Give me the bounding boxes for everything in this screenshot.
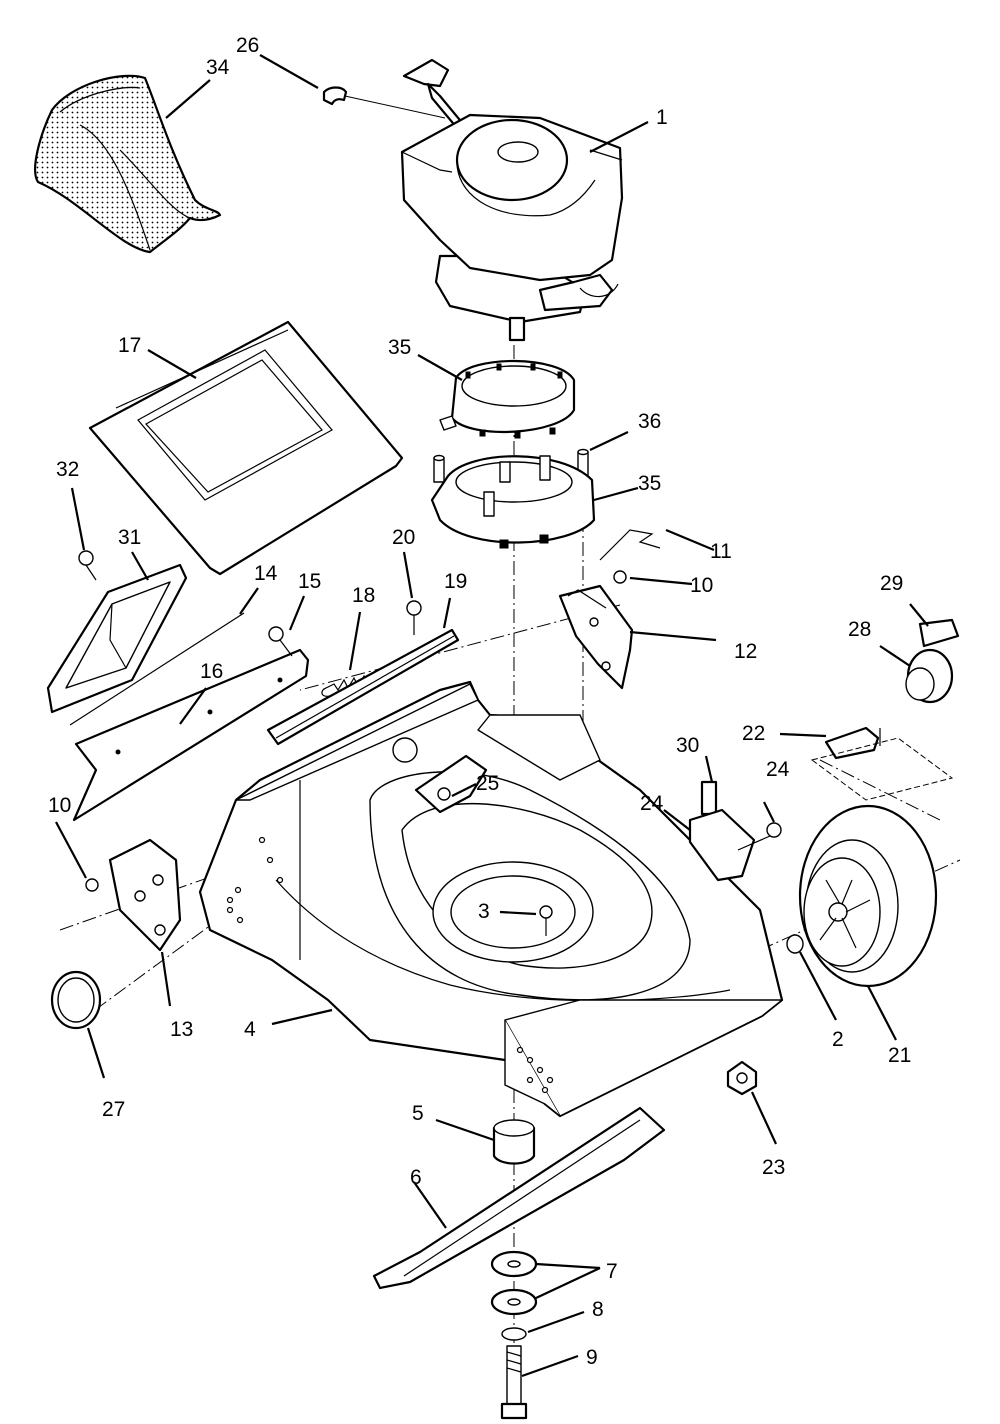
callout-26: 26	[236, 34, 259, 57]
rear-flap	[46, 563, 188, 714]
callout-22: 22	[742, 722, 765, 745]
lock-washer	[501, 1327, 527, 1341]
axle-washer	[786, 934, 804, 954]
callout-29: 29	[880, 572, 903, 595]
callout-8: 8	[592, 1298, 604, 1321]
height-adjuster	[414, 754, 488, 814]
axle-nut	[726, 1060, 758, 1096]
wheel-bushing	[905, 648, 954, 704]
rear-wheel	[798, 804, 938, 988]
callout-23: 23	[762, 1156, 785, 1179]
callout-24b: 24	[640, 792, 664, 815]
bushing-cap	[918, 618, 960, 648]
blade-washers	[490, 1250, 538, 1316]
callout-34: 34	[206, 56, 230, 79]
washer-10-left	[85, 878, 99, 892]
callout-15: 15	[298, 570, 321, 593]
callout-3: 3	[478, 900, 490, 923]
callout-10-left: 10	[48, 794, 71, 817]
spring-clip-11	[599, 529, 661, 561]
callout-28: 28	[848, 618, 871, 641]
bolt-15	[268, 626, 293, 657]
left-axle-bracket	[108, 838, 182, 952]
callout-25: 25	[476, 772, 499, 795]
rear-cover	[88, 320, 404, 576]
callout-labels: 1 2 3 4 5 6 7 8 9 10 10 11 12 13 14 15 1…	[48, 34, 911, 1369]
callout-6: 6	[410, 1166, 422, 1189]
callout-7: 7	[606, 1260, 618, 1283]
callout-31: 31	[118, 526, 141, 549]
hinge-bracket	[266, 628, 460, 746]
callout-16: 16	[200, 660, 223, 683]
washer-10-right	[613, 570, 627, 584]
callout-11: 11	[710, 540, 732, 563]
hinge-rod	[69, 612, 245, 726]
bolt-20	[406, 600, 422, 635]
callout-12: 12	[734, 640, 757, 663]
callout-13: 13	[170, 1018, 193, 1041]
callout-32: 32	[56, 458, 79, 481]
deflector-ring-lower	[430, 455, 596, 549]
hub-cap	[50, 970, 102, 1030]
axle-plane	[810, 737, 954, 801]
engine	[400, 58, 624, 342]
grass-bag	[34, 74, 222, 254]
right-axle-bracket	[558, 584, 634, 690]
cable-clip	[322, 86, 446, 119]
leader-lines	[55, 54, 929, 1378]
callout-1: 1	[656, 106, 668, 129]
callout-30: 30	[676, 734, 699, 757]
cutting-blade	[372, 1106, 666, 1290]
callout-27: 27	[102, 1098, 125, 1121]
callout-5: 5	[412, 1102, 424, 1125]
callout-36: 36	[638, 410, 661, 433]
screw-32	[78, 550, 97, 581]
callout-20: 20	[392, 526, 415, 549]
callout-21: 21	[888, 1044, 911, 1067]
callout-10-right: 10	[690, 574, 713, 597]
flap-plate	[72, 648, 310, 822]
callout-14: 14	[254, 562, 278, 585]
height-lever	[688, 780, 782, 882]
spacers	[433, 448, 589, 483]
blade-bolt	[500, 1345, 528, 1420]
callout-4: 4	[244, 1018, 256, 1041]
deflector-ring-upper	[439, 359, 576, 439]
engine-bolt	[539, 905, 553, 936]
blade-adapter	[492, 1119, 536, 1165]
callout-9: 9	[586, 1346, 598, 1369]
callout-35-lower: 35	[638, 472, 661, 495]
callout-18: 18	[352, 584, 375, 607]
callout-2: 2	[832, 1028, 844, 1051]
callout-19: 19	[444, 570, 467, 593]
axle-bolt	[824, 726, 881, 760]
callout-35-upper: 35	[388, 336, 411, 359]
callout-24a: 24	[766, 758, 790, 781]
callout-17: 17	[118, 334, 141, 357]
